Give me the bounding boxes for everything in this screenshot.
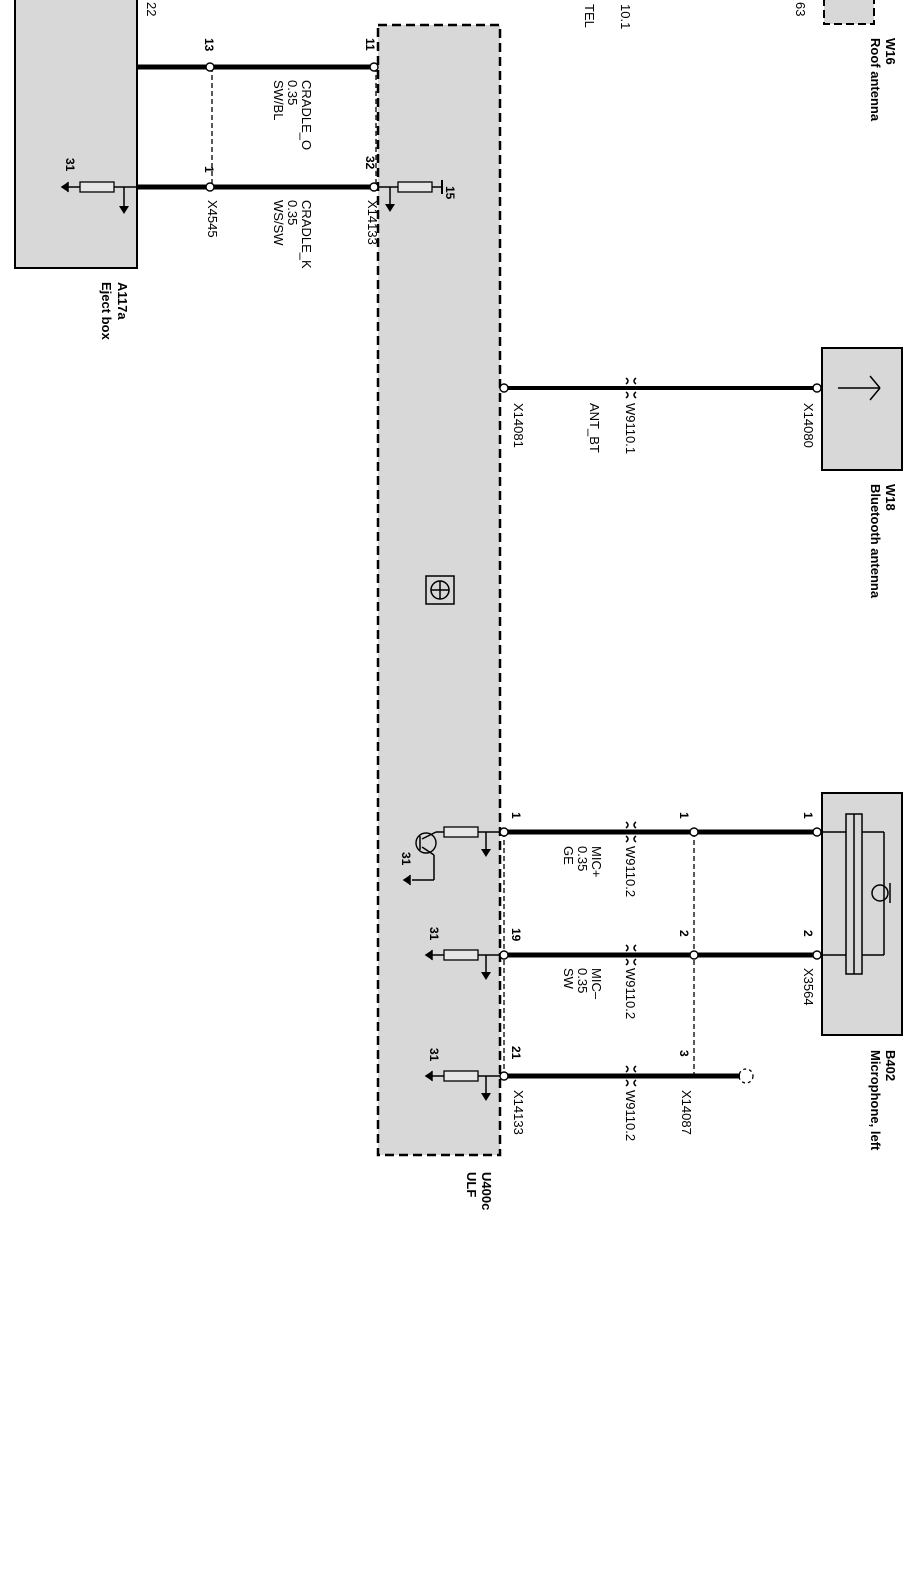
x4545-pin-13-ring <box>205 62 215 72</box>
x4545-pin-1-ring <box>205 182 215 192</box>
t15-resistor <box>397 181 433 193</box>
ulf-name: ULF <box>464 1172 479 1197</box>
bt-antenna-name: Bluetooth antenna <box>868 484 883 599</box>
microphone-id: B402 <box>883 1050 898 1081</box>
mic-minus-size: 0.35 <box>575 968 590 993</box>
t15-tap-arrow <box>385 204 395 212</box>
ground-21: 31 <box>424 1048 500 1101</box>
eject-box-id: A117a <box>115 282 130 320</box>
mic-plus-size: 0.35 <box>575 846 590 871</box>
eject-ground-arrow <box>60 181 69 193</box>
edge-label-22: 22 <box>144 2 159 16</box>
cradle-k-size: 0.35 <box>285 200 300 225</box>
mic-plus-resistor <box>443 826 479 838</box>
spare-end-ring <box>738 1068 754 1084</box>
x4545-pin-1: 1 <box>202 166 216 173</box>
ulf-pin-11: 11 <box>363 38 377 51</box>
transistor-icon: 31 <box>399 826 500 886</box>
eject-resistor <box>79 181 115 193</box>
roof-antenna-name: Roof antenna <box>868 38 883 122</box>
ulf-id: U400c <box>479 1172 494 1210</box>
eject-tap-arrow <box>119 206 129 214</box>
telephone-icon <box>425 575 455 605</box>
x4545-label: X4545 <box>205 200 220 238</box>
ulf-pin-19: 19 <box>509 928 523 942</box>
edge-labels: 22 TEL 10.1 63 <box>144 2 808 29</box>
mic-plus-name: MIC+ <box>589 846 604 877</box>
cradle-o-color: SW/BL <box>271 80 286 120</box>
ulf-pin-1: 1 <box>509 812 523 819</box>
microphone-icon <box>822 813 891 975</box>
cradle-o-size: 0.35 <box>285 80 300 105</box>
eject-ground-num: 31 <box>63 158 77 172</box>
mic-pin-1: 1 <box>801 812 815 819</box>
mic-minus-color: SW <box>561 968 576 990</box>
ant-bt-break-icon <box>625 377 637 399</box>
cradle-o-name: CRADLE_O <box>299 80 314 150</box>
ulf-pin-21: 21 <box>509 1046 523 1060</box>
ulf-pin-32: 32 <box>363 156 377 170</box>
x4545-pin-13: 13 <box>202 38 216 52</box>
eject-box-rect <box>14 0 138 269</box>
bt-antenna-box <box>821 347 903 471</box>
eject-box-name: Eject box <box>99 282 114 341</box>
x14081-label: X14081 <box>511 403 526 448</box>
mic-minus-resistor <box>443 949 479 961</box>
mic-minus-name: MIC– <box>589 968 604 1000</box>
eject-box: A117a Eject box 31 <box>14 0 138 341</box>
x14087-pin-1: 1 <box>677 812 691 819</box>
microphone: 1 2 X3564 B402 Microphone, left <box>801 792 903 1151</box>
ground-19-num: 31 <box>427 927 441 941</box>
mic-pin-2: 2 <box>801 930 815 937</box>
ground-19: 31 <box>424 927 500 980</box>
ant-bt-harness: W9110.1 <box>623 403 638 454</box>
antenna-icon <box>838 375 881 401</box>
mic-minus-harness: W9110.2 <box>623 968 638 1019</box>
microphone-wires: 1 19 21 X14133 1 2 3 X14087 MIC+ 0.35 GE… <box>499 812 818 1141</box>
x14087-pin-2: 2 <box>677 930 691 937</box>
x14080-ring <box>812 383 822 393</box>
roof-antenna-id: W16 <box>883 38 898 65</box>
x3564-label: X3564 <box>801 968 816 1006</box>
cradle-wires: 13 1 X4545 CRADLE_O 0.35 SW/BL CRADLE_K … <box>137 38 372 269</box>
ulf-pin-32-ring <box>369 182 379 192</box>
transistor-ground-num: 31 <box>399 852 413 866</box>
x14087-pin-3: 3 <box>677 1050 691 1057</box>
roof-antenna: W16 Roof antenna <box>823 0 898 122</box>
x14081-ring <box>499 383 509 393</box>
ulf-pin-11-ring <box>369 62 379 72</box>
x14133-top-label: X14133 <box>365 200 380 245</box>
harness-break-icons <box>625 821 637 1087</box>
ground-21-num: 31 <box>427 1048 441 1062</box>
mic-plus-color: GE <box>561 846 576 865</box>
spare-resistor <box>443 1070 479 1082</box>
microphone-name: Microphone, left <box>868 1050 883 1151</box>
edge-label-63: 63 <box>793 2 808 16</box>
bluetooth-antenna: X14081 X14080 ANT_BT W9110.1 W18 Bluetoo… <box>499 347 903 599</box>
x14080-label: X14080 <box>801 403 816 448</box>
t15-num: 15 <box>443 186 457 200</box>
ulf-module: U400c ULF 11 32 X14133 15 <box>363 23 502 1210</box>
cradle-k-name: CRADLE_K <box>299 200 314 269</box>
roof-antenna-box <box>823 0 875 25</box>
edge-label-10-1: 10.1 <box>618 4 633 29</box>
mic-plus-harness: W9110.2 <box>623 846 638 897</box>
spare-harness: W9110.2 <box>623 1090 638 1141</box>
cradle-k-color: WS/SW <box>271 200 286 246</box>
edge-label-tel: TEL <box>582 4 597 28</box>
ant-bt-name: ANT_BT <box>587 403 602 453</box>
x14133-bottom-label: X14133 <box>511 1090 526 1135</box>
bt-antenna-id: W18 <box>883 484 898 511</box>
x14087-label: X14087 <box>679 1090 694 1135</box>
